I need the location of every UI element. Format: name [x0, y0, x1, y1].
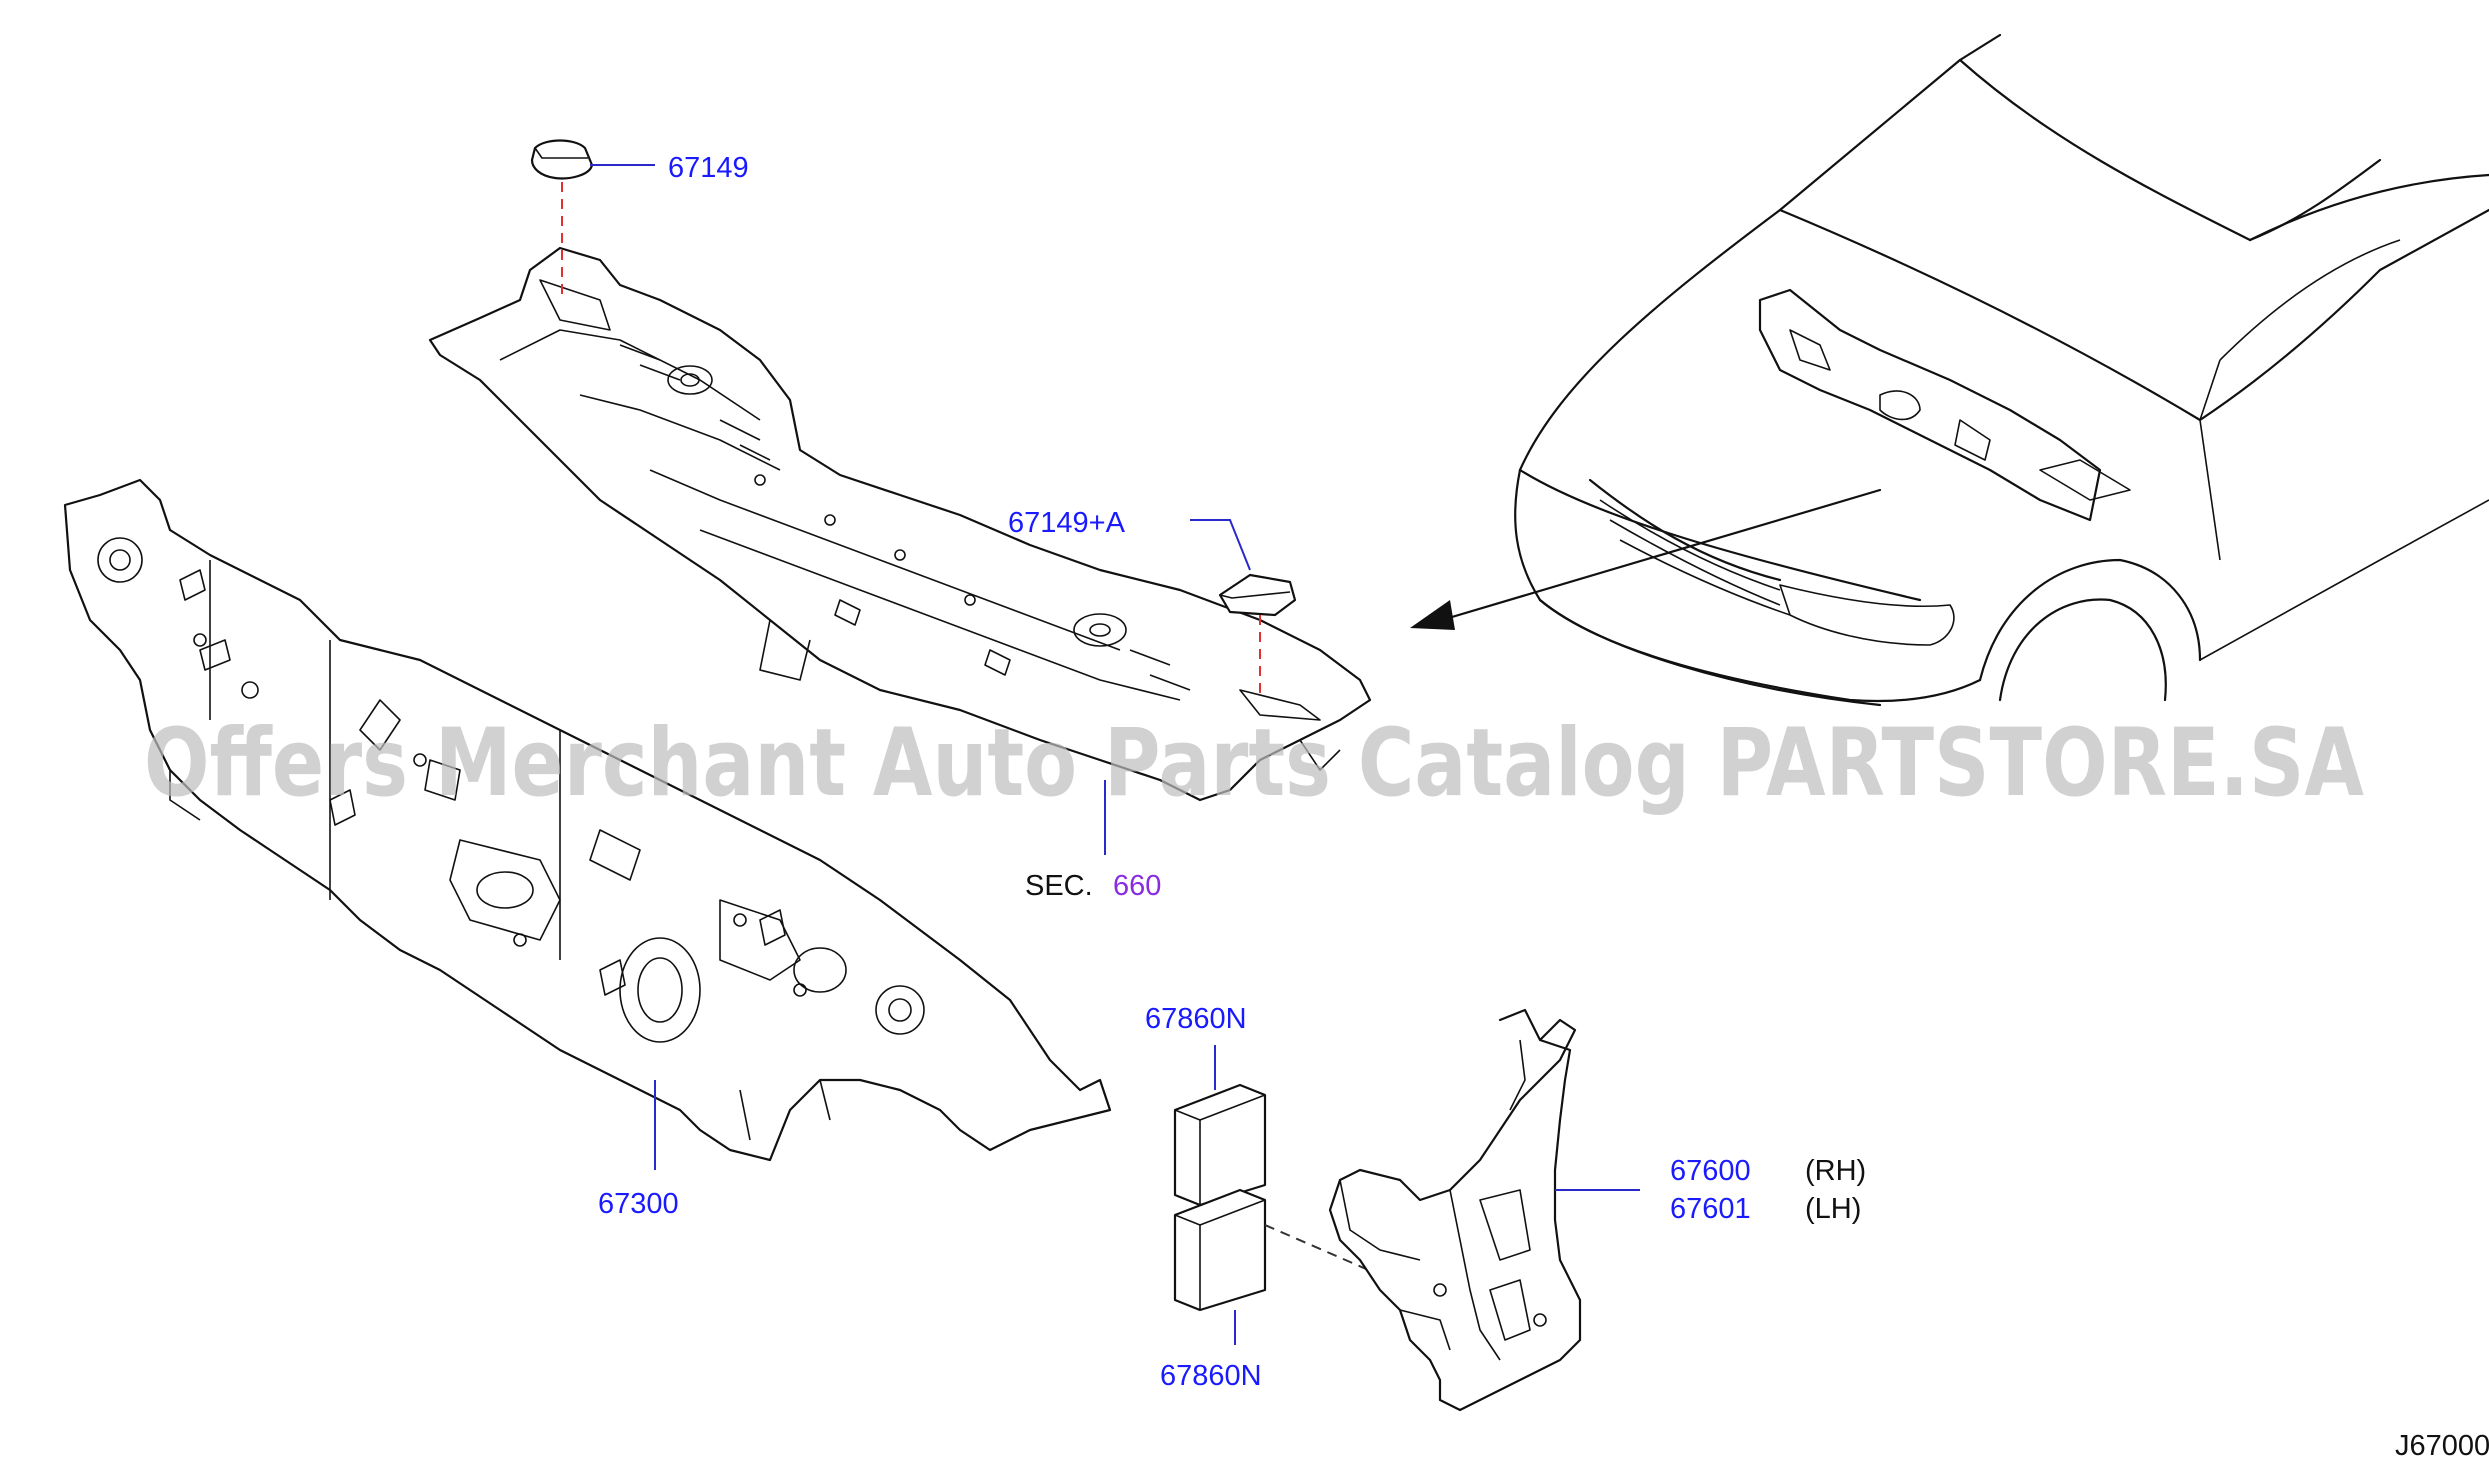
label-67600[interactable]: 67600 [1670, 1155, 1751, 1187]
insulator-blocks-drawing [1173, 1083, 1381, 1312]
label-67601[interactable]: 67601 [1670, 1193, 1751, 1225]
label-67300[interactable]: 67300 [598, 1188, 679, 1220]
pad-67149-drawing [530, 139, 594, 300]
side-panel-drawing [1328, 1008, 1582, 1412]
label-sec-prefix: SEC. [1025, 870, 1093, 902]
pad-67149a-drawing [1218, 573, 1297, 700]
vehicle-overview-drawing [1410, 33, 2489, 707]
label-sec-660[interactable]: 660 [1113, 870, 1161, 902]
label-67860n-top[interactable]: 67860N [1145, 1003, 1247, 1035]
label-67149a[interactable]: 67149+A [1008, 507, 1126, 539]
label-67860n-bottom[interactable]: 67860N [1160, 1360, 1262, 1392]
label-67600-side: (RH) [1805, 1155, 1866, 1187]
label-67149[interactable]: 67149 [668, 152, 749, 184]
dash-panel-drawing [63, 478, 1112, 1162]
diagram-code: J67000B8 [2395, 1430, 2489, 1462]
leader-lines [590, 164, 1640, 1345]
cowl-top-panel-drawing [428, 246, 1372, 802]
watermark-text: Offers Merchant Auto Parts Catalog PARTS… [144, 709, 2364, 818]
label-67601-side: (LH) [1805, 1193, 1861, 1225]
